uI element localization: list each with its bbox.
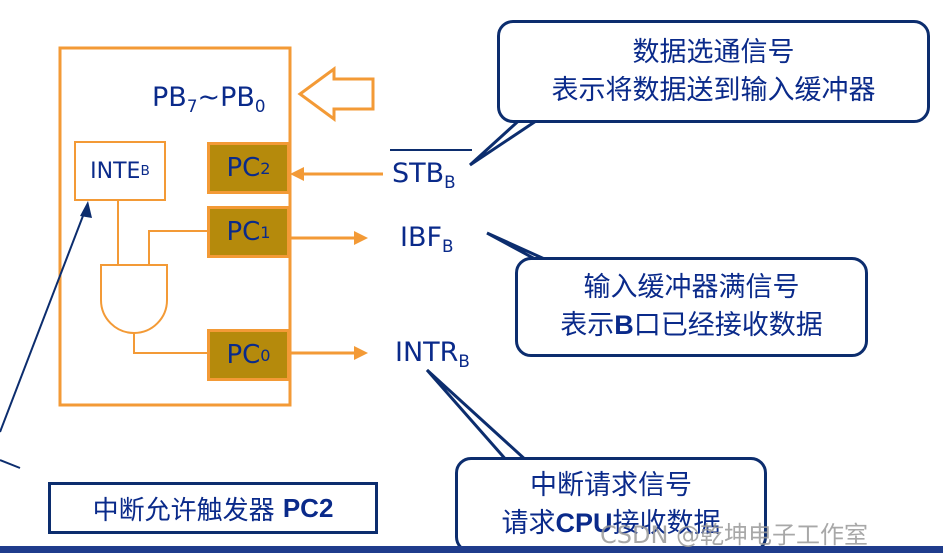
- strobe-callout-pointer: [468, 113, 546, 167]
- pc1-text: PC: [226, 217, 261, 247]
- ibf-label: IBFB: [400, 224, 454, 255]
- note-pointer-line-2: [0, 459, 21, 469]
- pc1-subscript: 1: [260, 222, 271, 242]
- stb-subscript: B: [444, 171, 456, 192]
- interrupt-enable-note: 中断允许触发器 PC2: [48, 482, 378, 534]
- strobe-callout-line1: 数据选通信号: [632, 36, 795, 68]
- strobe-callout: 数据选通信号 表示将数据送到输入缓冲器: [497, 20, 930, 123]
- note-text: 中断允许触发器: [92, 495, 275, 526]
- intr-callout-line2-pre: 请求: [501, 508, 556, 539]
- gate-output-wire: [133, 333, 207, 354]
- ibf-subscript: B: [442, 235, 454, 256]
- intr-callout-line2-post: 接收数据: [612, 508, 721, 539]
- intr-callout-pointer: [425, 368, 530, 464]
- note-pointer-arrowhead: [80, 201, 92, 218]
- note-bold: PC2: [282, 492, 334, 523]
- pb-tilde: ~: [197, 82, 221, 113]
- pc1-wire: [148, 230, 207, 265]
- ibf-callout-line2-pre: 表示: [560, 310, 615, 341]
- pc0-text: PC: [226, 340, 261, 370]
- intr-arrowhead: [354, 346, 368, 360]
- stb-arrowhead: [290, 167, 304, 181]
- ibf-callout-line2: 表示B口已经接收数据: [518, 307, 865, 345]
- pb-low-subscript: 0: [254, 95, 266, 116]
- strobe-callout-line2: 表示将数据送到输入缓冲器: [551, 74, 876, 106]
- pc0-subscript: 0: [260, 345, 271, 365]
- pb-text: PB: [152, 82, 187, 113]
- intr-subscript: B: [458, 350, 470, 371]
- bottom-rule: [0, 546, 943, 553]
- ibf-callout: 输入缓冲器满信号 表示B口已经接收数据: [515, 257, 868, 357]
- ibf-callout-line2-post: 口已经接收数据: [633, 310, 823, 341]
- inte-subscript: B: [140, 163, 150, 179]
- intr-callout-line2-bold: CPU: [555, 508, 613, 538]
- intr-callout-line2: 请求CPU接收数据: [458, 505, 764, 543]
- pb-high-subscript: 7: [186, 95, 198, 116]
- intr-callout: 中断请求信号 请求CPU接收数据: [455, 457, 767, 553]
- intr-callout-line1: 中断请求信号: [530, 470, 692, 502]
- note-pointer-line: [0, 207, 87, 433]
- ibf-callout-line2-bold: B: [614, 310, 634, 340]
- stb-label: STBB: [392, 160, 456, 191]
- port-b-outline: [58, 46, 292, 407]
- and-gate: [100, 264, 168, 334]
- inte-text: INTE: [90, 158, 141, 184]
- pc2-subscript: 2: [260, 158, 271, 178]
- stb-text: STB: [392, 158, 445, 189]
- pc2-text: PC: [226, 153, 261, 183]
- ibf-arrowhead: [354, 231, 368, 245]
- ibf-text: IBF: [400, 222, 443, 253]
- pb-label: PB7~PB0: [152, 84, 266, 115]
- pb-text-2: PB: [220, 82, 255, 113]
- ibf-callout-line1: 输入缓冲器满信号: [583, 272, 800, 304]
- data-input-arrow: [297, 66, 375, 122]
- watermark-text: CSDN @乾坤电子工作室: [600, 521, 869, 549]
- intr-text: INTR: [395, 337, 459, 368]
- intr-label: INTRB: [395, 339, 470, 370]
